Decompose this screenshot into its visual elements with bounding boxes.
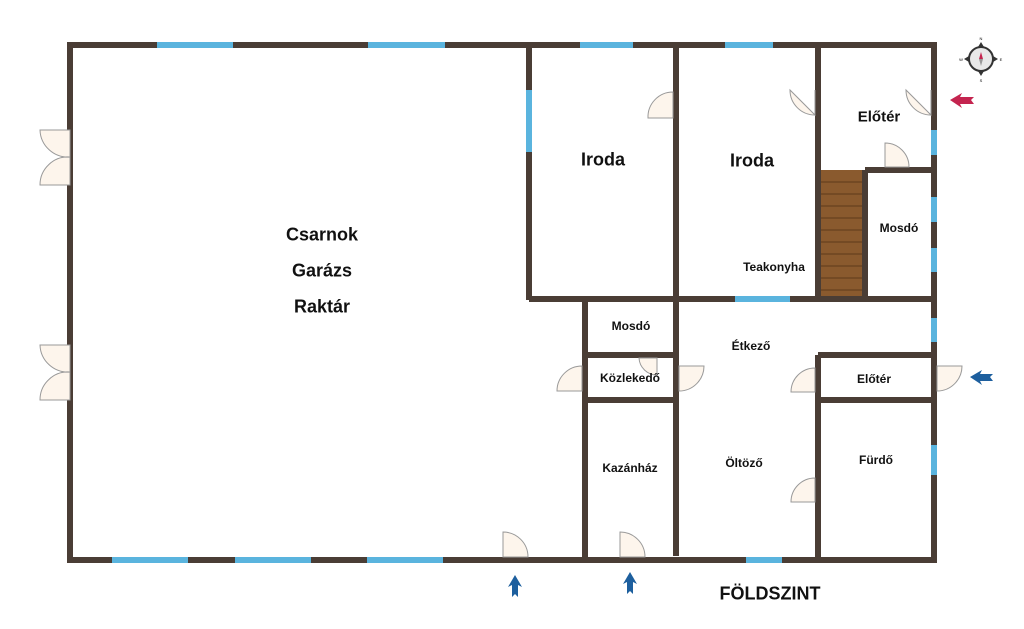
compass-e: E [1000, 57, 1003, 62]
room-label-kazanhaz: Kazánház [602, 461, 658, 475]
compass-s: S [980, 78, 983, 83]
floor-title: FÖLDSZINT [719, 583, 821, 604]
room-label-garazs: Garázs [291, 260, 353, 281]
compass-w: W [959, 57, 963, 62]
room-label-oltozo: Öltöző [725, 456, 763, 470]
windows [112, 42, 937, 563]
room-label-iroda-2: Iroda [729, 150, 775, 171]
room-label-eloter-top: Előtér [857, 108, 901, 126]
room-label-mosdo-right: Mosdó [879, 221, 919, 235]
room-label-etkezo: Étkező [731, 339, 771, 353]
room-label-eloter-right: Előtér [856, 372, 892, 386]
room-label-teakonyha: Teakonyha [743, 260, 805, 274]
doors [39, 88, 963, 558]
entrance-arrow-right [970, 370, 993, 385]
room-label-csarnok: Csarnok [285, 224, 359, 245]
room-label-iroda-1: Iroda [580, 149, 626, 170]
stairs [818, 170, 865, 299]
walls [67, 42, 937, 563]
room-label-kozlekedo: Közlekedő [599, 371, 661, 385]
compass-n: N [980, 36, 983, 41]
entrance-arrow-bottom-2 [623, 572, 637, 594]
compass-icon: N E S W [959, 36, 1003, 83]
room-label-mosdo-mid: Mosdó [611, 319, 651, 333]
entrance-arrow-bottom-1 [508, 575, 522, 597]
main-entrance-arrow [950, 93, 974, 108]
room-label-furdo: Fürdő [859, 453, 893, 467]
room-label-raktar: Raktár [293, 296, 351, 317]
